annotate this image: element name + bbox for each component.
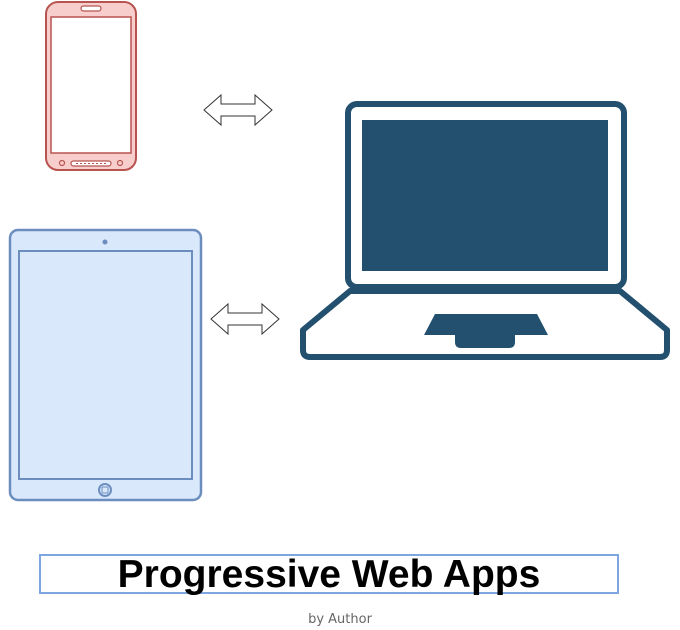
double-arrow-icon — [203, 93, 273, 127]
double-arrow-icon — [210, 302, 280, 336]
author-byline: by Author — [308, 612, 372, 627]
diagram-title: Progressive Web Apps — [117, 552, 541, 596]
laptop-icon — [300, 101, 670, 360]
title-box: Progressive Web Apps — [39, 554, 619, 594]
tablet-icon — [8, 228, 203, 502]
device-diagram — [8, 1, 670, 502]
smartphone-icon — [45, 1, 137, 171]
